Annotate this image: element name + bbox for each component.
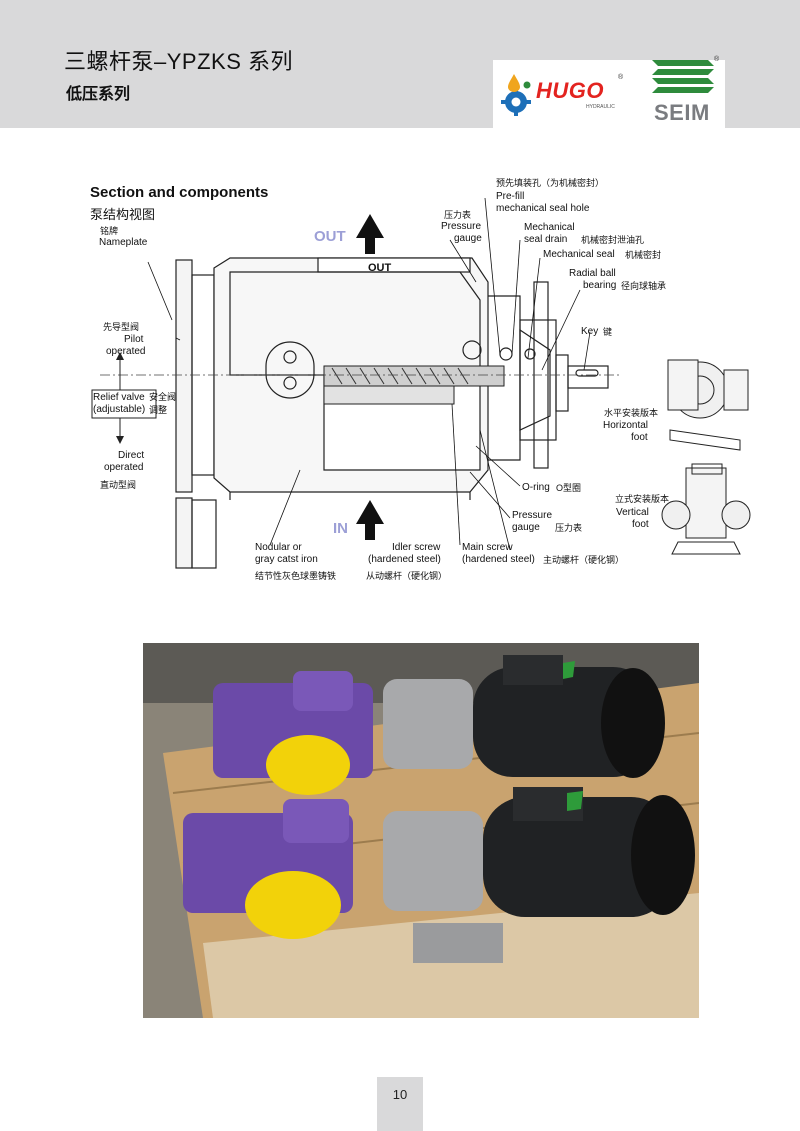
seim-logo: ® SEIM (648, 56, 720, 128)
page-number-tab: 10 (377, 1077, 423, 1131)
gauge-label-1: Pressure (441, 221, 482, 232)
iron-label-2: gray catst iron (255, 554, 318, 565)
section-title-cn: 泵结构视图 (90, 207, 156, 222)
hugo-wordmark: HUGO (536, 78, 604, 103)
gauge-label-2: gauge (454, 233, 482, 244)
flow-in-label: IN (333, 520, 348, 537)
relief-label-cn-2: 调整 (149, 405, 168, 415)
direct-label-1: Direct (118, 450, 145, 461)
direct-label-cn: 直动型阀 (100, 480, 137, 490)
page-subtitle: 低压系列 (66, 86, 131, 103)
pgauge-label-1: Pressure (512, 510, 553, 521)
page-title: 三螺杆泵–YPZKS 系列 (64, 49, 293, 74)
vertical-label-cn: 立式安装版本 (615, 494, 670, 504)
drain-label-cn: 机械密封泄油孔 (581, 235, 645, 245)
hugo-logo: HUGO ® HYDRAULIC (500, 68, 628, 118)
idler-label-1: Idler screw (392, 542, 441, 553)
nameplate-label-cn: 铭牌 (100, 226, 119, 236)
page-number: 10 (392, 1087, 408, 1102)
drain-label-1: Mechanical (524, 222, 575, 233)
vertical-label-2: foot (632, 519, 649, 530)
vertical-label-1: Vertical (616, 507, 649, 518)
bearing-label-cn: 径向球轴承 (621, 281, 667, 291)
mseal-label: Mechanical seal (543, 249, 615, 260)
oring-label: O-ring (522, 482, 550, 493)
idler-label-2: (hardened steel) (368, 554, 441, 565)
oring-label-cn: O型圈 (556, 483, 582, 493)
horizontal-label-cn: 水平安装版本 (604, 408, 659, 418)
hugo-registered-mark: ® (618, 74, 624, 81)
direct-label-2: operated (104, 462, 144, 473)
pgauge-label-2: gauge (512, 522, 540, 533)
key-label-cn: 键 (603, 327, 613, 337)
drain-label-2: seal drain (524, 234, 568, 245)
port-out-label: OUT (368, 262, 392, 274)
main-screw-label-2: (hardened steel) (462, 554, 535, 565)
prefill-label-cn: 预先填装孔（为机械密封） (496, 178, 605, 188)
hugo-tagline: HYDRAULIC (586, 104, 615, 110)
bearing-label-1: Radial ball (569, 268, 616, 279)
iron-label-cn: 结节性灰色球墨铸铁 (255, 571, 337, 581)
pilot-label-2: operated (106, 346, 146, 357)
relief-label-1: Relief valve (93, 392, 145, 403)
iron-label-1: Nodular or (255, 542, 302, 553)
relief-label-cn-1: 安全阀 (149, 392, 177, 402)
section-title: Section and components (90, 184, 269, 201)
pilot-label-1: Pilot (124, 334, 144, 345)
nameplate-label: Nameplate (99, 237, 148, 248)
pgauge-label-cn: 压力表 (555, 523, 583, 533)
gear-icon (501, 74, 531, 116)
seim-registered-mark: ® (714, 56, 720, 63)
product-photo (143, 643, 699, 1018)
main-screw-label-1: Main screw (462, 542, 513, 553)
seim-wordmark: SEIM (654, 100, 710, 125)
main-screw-label-cn: 主动螺杆（硬化钢） (543, 555, 625, 565)
seim-stripes-icon (652, 60, 714, 93)
prefill-label-2: mechanical seal hole (496, 203, 590, 214)
bearing-label-2: bearing (583, 280, 617, 291)
prefill-label-1: Pre-fill (496, 191, 525, 202)
horizontal-label-1: Horizontal (603, 420, 649, 431)
relief-label-2: (adjustable) (93, 404, 146, 415)
key-label: Key (581, 326, 599, 337)
pump-section-drawing (91, 197, 751, 569)
mseal-label-cn: 机械密封 (625, 250, 662, 260)
gauge-label-cn: 压力表 (444, 210, 472, 220)
flow-out-label: OUT (314, 228, 346, 245)
horizontal-label-2: foot (631, 432, 648, 443)
idler-label-cn: 从动螺杆（硬化钢） (366, 571, 448, 581)
pilot-label-cn: 先导型阀 (103, 322, 140, 332)
